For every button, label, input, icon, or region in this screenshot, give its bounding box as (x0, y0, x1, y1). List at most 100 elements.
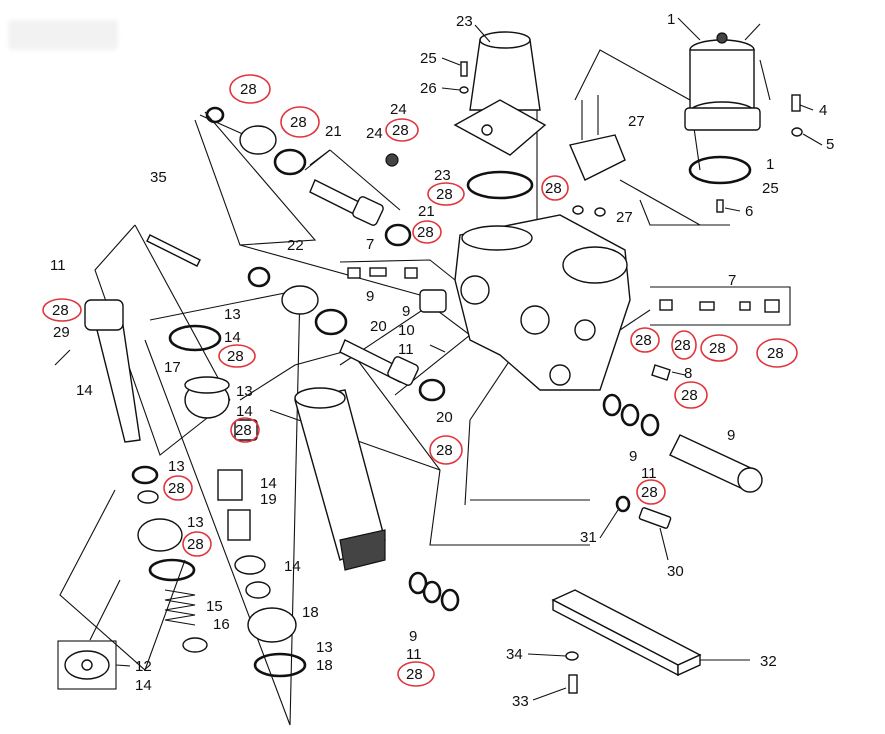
label-12: 12 (135, 658, 152, 675)
label-24-b: 24 (366, 125, 383, 142)
circled-label-28: 28 (230, 417, 260, 443)
label-14-d: 14 (260, 475, 277, 492)
svg-text:28: 28 (168, 480, 185, 497)
svg-text:28: 28 (709, 340, 726, 357)
label-21-b: 21 (418, 203, 435, 220)
leader-lines (59, 49, 791, 726)
spring-15 (164, 589, 208, 653)
part-number-labels: 23 1 25 26 24 24 21 27 4 5 1 25 6 35 23 … (50, 11, 834, 710)
label-13-c: 13 (168, 458, 185, 475)
svg-text:28: 28 (436, 442, 453, 459)
circled-label-28: 28 (42, 298, 82, 322)
circled-label-28: 28 (427, 182, 465, 206)
piston-13 (131, 465, 196, 582)
o-rings-9-lower (408, 571, 460, 612)
label-14-b: 14 (76, 382, 93, 399)
label-10: 10 (398, 322, 415, 339)
circled-label-28: 28 (218, 344, 256, 368)
label-18-b: 18 (316, 657, 333, 674)
label-13-d: 13 (187, 514, 204, 531)
svg-text:28: 28 (436, 186, 453, 203)
svg-text:28: 28 (227, 348, 244, 365)
o-ring-25 (688, 155, 752, 185)
label-9-d: 9 (727, 427, 735, 444)
svg-text:28: 28 (235, 422, 252, 439)
svg-text:28: 28 (641, 484, 658, 501)
label-25-b: 25 (762, 180, 779, 197)
label-24: 24 (390, 101, 407, 118)
piston-18 (234, 555, 307, 678)
svg-text:28: 28 (635, 332, 652, 349)
label-9-e: 9 (409, 628, 417, 645)
circled-label-28: 28 (756, 338, 798, 368)
circled-label-28: 28 (412, 220, 442, 244)
label-11-c: 11 (641, 465, 657, 482)
circled-label-28: 28 (397, 661, 435, 687)
label-14-e: 14 (284, 558, 301, 575)
circled-label-28: 28 (182, 531, 212, 557)
circled-label-28: 28 (636, 479, 666, 505)
reservoir-23 (453, 31, 547, 156)
label-29: 29 (53, 324, 70, 341)
label-9: 9 (366, 288, 374, 305)
label-27: 27 (628, 113, 645, 130)
label-22: 22 (287, 237, 304, 254)
circled-label-28: 28 (229, 74, 271, 104)
label-19: 19 (260, 491, 277, 508)
label-9-b: 9 (402, 303, 410, 320)
label-26: 26 (420, 80, 437, 97)
circled-part-labels: 28 28 28 28 28 28 28 28 28 28 28 28 28 2… (42, 74, 798, 687)
valve-small-parts-19 (217, 419, 258, 541)
ring-13 (168, 324, 222, 352)
svg-text:28: 28 (767, 345, 784, 362)
label-5: 5 (826, 136, 834, 153)
piston-rod-9 (669, 434, 763, 493)
label-11: 11 (50, 257, 66, 274)
svg-text:28: 28 (187, 536, 204, 553)
label-16: 16 (213, 616, 230, 633)
label-7: 7 (366, 236, 374, 253)
svg-text:28: 28 (290, 114, 307, 131)
circled-label-28: 28 (700, 334, 738, 362)
label-31: 31 (580, 529, 597, 546)
o-rings-9 (602, 393, 660, 437)
label-20: 20 (370, 318, 387, 335)
label-1: 1 (667, 11, 675, 28)
tilt-rod-14 (84, 299, 141, 443)
label-leaders (115, 17, 823, 701)
svg-text:28: 28 (417, 224, 434, 241)
seals-top-28 (205, 106, 307, 176)
bolt-30 (615, 495, 672, 529)
label-1-b: 1 (766, 156, 774, 173)
label-11-b: 11 (398, 341, 414, 358)
piston-rod-20 (339, 339, 419, 386)
circled-label-28: 28 (280, 106, 320, 138)
seals-22 (247, 266, 348, 336)
label-13-b: 13 (236, 383, 253, 400)
svg-text:28: 28 (681, 387, 698, 404)
label-33: 33 (512, 693, 529, 710)
label-20-b: 20 (436, 409, 453, 426)
svg-text:28: 28 (52, 302, 69, 319)
svg-text:28: 28 (545, 180, 562, 197)
label-14-c: 14 (236, 403, 253, 420)
label-8: 8 (684, 365, 692, 382)
circled-label-28: 28 (385, 118, 419, 142)
cap-12 (57, 640, 117, 690)
circled-label-28: 28 (163, 475, 193, 501)
valve-plate-27 (569, 95, 626, 181)
label-30: 30 (667, 563, 684, 580)
label-13-e: 13 (316, 639, 333, 656)
label-9-c: 9 (629, 448, 637, 465)
circled-label-28: 28 (541, 175, 569, 201)
label-17: 17 (164, 359, 181, 376)
label-25: 25 (420, 50, 437, 67)
cylinder-main (294, 387, 386, 571)
label-32: 32 (760, 653, 777, 670)
circled-label-28: 28 (630, 327, 660, 353)
circled-label-28: 28 (429, 435, 463, 465)
label-14-f: 14 (135, 677, 152, 694)
label-35: 35 (150, 169, 167, 186)
label-4: 4 (819, 102, 827, 119)
